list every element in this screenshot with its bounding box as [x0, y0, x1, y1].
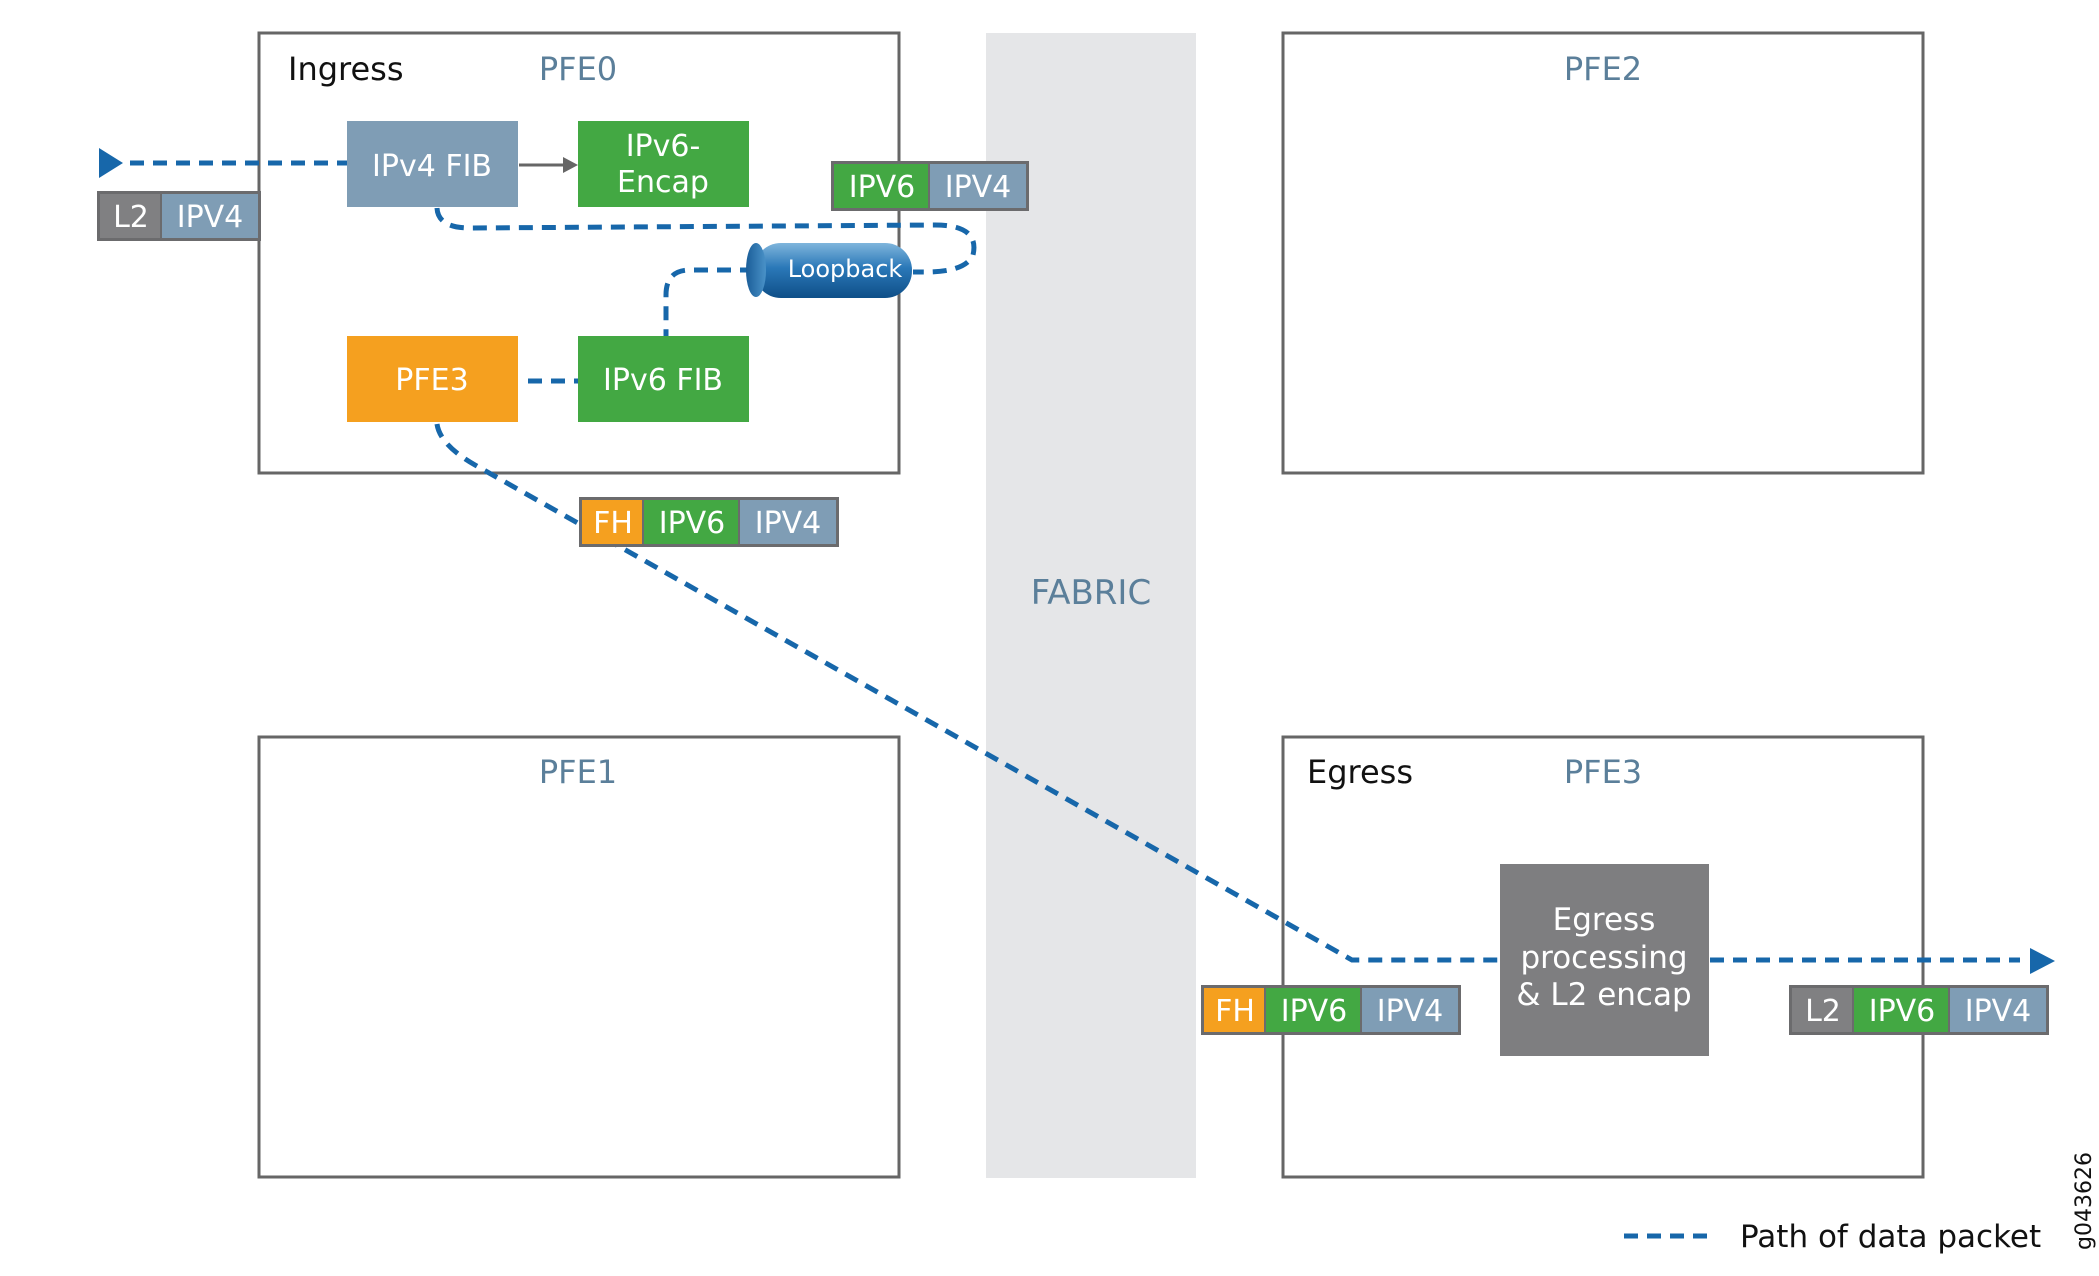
- input-arrowhead: [99, 148, 123, 178]
- header-cell-label: IPV6: [1869, 994, 1936, 1029]
- pfe0-role-label: Ingress: [288, 50, 404, 88]
- header-cell-label: IPV6: [659, 506, 726, 541]
- header-cell-label: IPV4: [177, 200, 244, 235]
- pfe1-box: [257, 735, 901, 1179]
- legend-label: Path of data packet: [1740, 1219, 2041, 1255]
- header-cell-ipv4: [740, 500, 836, 544]
- header-cell-label: L2: [113, 200, 149, 235]
- header-stack-ingress: L2 IPV4: [97, 191, 261, 241]
- ipv4-fib-block: [347, 121, 518, 207]
- pfe3-block: [347, 336, 518, 422]
- ipv6-encap-block: [578, 121, 749, 207]
- ipv4-fib-label: IPv4 FIB: [372, 149, 492, 184]
- pfe0-name-label: PFE0: [539, 50, 617, 88]
- ipv6-encap-label-line2: Encap: [617, 165, 709, 200]
- header-cell-label: IPV6: [849, 170, 916, 205]
- egress-processing-block: [1500, 864, 1709, 1056]
- header-cell-fh: [582, 500, 642, 544]
- header-cell-label: IPV4: [1965, 994, 2032, 1029]
- loopback-label: Loopback: [788, 255, 903, 283]
- header-cell-ipv6: [1266, 988, 1360, 1032]
- header-stack-output: L2 IPV6 IPV4: [1789, 985, 2049, 1035]
- header-cell-fh: [1204, 988, 1264, 1032]
- header-cell-ipv4: [930, 164, 1026, 208]
- ipv6-fib-block: [578, 336, 749, 422]
- ipv6-fib-label: IPv6 FIB: [603, 363, 723, 398]
- pfe1-name-label: PFE1: [539, 753, 617, 791]
- header-cell-ipv6: [644, 500, 738, 544]
- pfe2-box: [1281, 31, 1925, 475]
- header-cell-label: IPV4: [755, 506, 822, 541]
- header-cell-ipv6: [834, 164, 928, 208]
- ipv6-encap-label-line1: IPv6-: [626, 129, 701, 164]
- header-cell-l2: [100, 194, 160, 238]
- header-cell-label: FH: [1215, 994, 1255, 1029]
- fabric-band: [986, 33, 1196, 1178]
- pfe3-block-label: PFE3: [395, 363, 468, 398]
- pfe3-egress-name-label: PFE3: [1564, 753, 1642, 791]
- header-stack-after-fib: FH IPV6 IPV4: [579, 497, 839, 547]
- header-stack-at-egress: FH IPV6 IPV4: [1201, 985, 1461, 1035]
- output-arrowhead: [2030, 948, 2055, 974]
- header-cell-label: L2: [1805, 994, 1841, 1029]
- header-cell-ipv4: [162, 194, 258, 238]
- header-cell-ipv6: [1854, 988, 1948, 1032]
- pfe3-egress-role-label: Egress: [1307, 753, 1413, 791]
- loopback-tube: Loopback: [746, 243, 912, 298]
- packet-path: [130, 160, 2020, 963]
- egress-label-line1: Egress: [1553, 902, 1656, 938]
- header-cell-label: IPV4: [1377, 994, 1444, 1029]
- pfe2-name-label: PFE2: [1564, 50, 1642, 88]
- figure-id: g043626: [2072, 1152, 2097, 1250]
- egress-label-line3: & L2 encap: [1516, 977, 1691, 1013]
- header-cell-label: IPV6: [1281, 994, 1348, 1029]
- pfe3-egress-box: [1281, 735, 1925, 1179]
- fabric-label: FABRIC: [1031, 573, 1151, 613]
- header-cell-ipv4: [1362, 988, 1458, 1032]
- header-cell-label: IPV4: [945, 170, 1012, 205]
- header-cell-ipv4: [1950, 988, 2046, 1032]
- header-stack-after-encap: IPV6 IPV4: [831, 161, 1029, 211]
- header-cell-label: FH: [593, 506, 633, 541]
- egress-label-line2: processing: [1520, 940, 1687, 976]
- header-cell-l2: [1792, 988, 1852, 1032]
- fib-to-encap-arrowhead: [563, 157, 578, 173]
